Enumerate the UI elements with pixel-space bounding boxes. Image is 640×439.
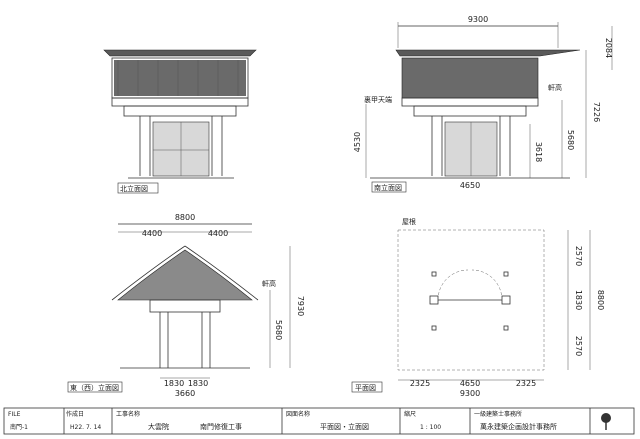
east-dim-base-right: 1830 (188, 379, 208, 388)
floor-plan: 屋根 2570 1830 2570 8800 2325 4650 2325 93… (351, 217, 605, 398)
north-elevation: 北立面図 (103, 49, 257, 194)
south-title: 南立面図 (374, 183, 402, 192)
plan-dim-r1: 2570 (574, 246, 583, 266)
south-label-ceiling: 裏甲天端 (364, 95, 392, 104)
plan-dim-r2: 1830 (574, 290, 583, 310)
east-elevation: 8800 4400 4400 7930 5680 軒高 1830 1830 36… (67, 213, 305, 398)
tb-scale: 1 : 100 (420, 424, 441, 431)
south-dim-door: 3618 (534, 142, 543, 162)
tb-firm: 萬永建築企画設計事務所 (480, 422, 557, 431)
tb-date-label: 作成日 (66, 410, 84, 418)
east-dim-half-right: 4400 (208, 229, 228, 238)
east-dim-eave: 5680 (274, 320, 283, 340)
east-dim-base-left: 1830 (164, 379, 184, 388)
firm-logo-icon (601, 413, 611, 430)
tb-drawing: 平面図・立面図 (320, 422, 369, 431)
east-dim-height: 7930 (296, 296, 305, 316)
south-dim-eave: 5680 (566, 130, 575, 150)
south-elevation: 9300 7226 2084 5680 3618 4530 裏甲天端 軒高 46… (353, 15, 613, 193)
south-dim-left: 4530 (353, 132, 362, 152)
south-label-eave: 軒高 (548, 83, 562, 92)
tb-file-label: FILE (8, 411, 21, 418)
north-roof-tiles (114, 60, 246, 96)
tb-scale-label: 縮尺 (404, 410, 416, 418)
east-title: 東（西）立面図 (70, 383, 119, 392)
plan-dim-base-total: 9300 (460, 389, 480, 398)
south-dim-base: 4650 (460, 181, 480, 190)
plan-dim-total: 8800 (596, 290, 605, 310)
plan-title: 平面図 (355, 384, 376, 392)
south-dim-right-top: 2084 (604, 38, 613, 58)
east-dim-base-total: 3660 (175, 389, 195, 398)
plan-dim-r3: 2570 (574, 336, 583, 356)
east-dim-half-left: 4400 (142, 229, 162, 238)
tb-file-value: 南門-1 (10, 423, 28, 431)
tb-firm-label: 一級建築士事務所 (474, 410, 522, 418)
tb-drawing-label: 図面名称 (286, 410, 310, 418)
tb-project: 南門修復工事 (200, 422, 242, 431)
plan-label-top: 屋根 (402, 217, 416, 226)
plan-dim-base-r: 2325 (516, 379, 536, 388)
south-dim-width: 9300 (468, 15, 488, 24)
tb-client: 大雲院 (148, 422, 169, 431)
east-dim-width: 8800 (175, 213, 195, 222)
plan-dim-base-l: 2325 (410, 379, 430, 388)
north-title: 北立面図 (120, 184, 148, 193)
tb-date-value: H22. 7. 14 (70, 424, 101, 431)
tb-project-label: 工事名称 (116, 410, 140, 418)
north-title-box (117, 182, 159, 194)
plan-dim-base-m: 4650 (460, 379, 480, 388)
south-dim-height: 7226 (592, 102, 601, 122)
title-block: FILE 南門-1 作成日 H22. 7. 14 工事名称 大雲院 南門修復工事… (3, 407, 635, 435)
east-label-eave: 軒高 (262, 279, 276, 288)
